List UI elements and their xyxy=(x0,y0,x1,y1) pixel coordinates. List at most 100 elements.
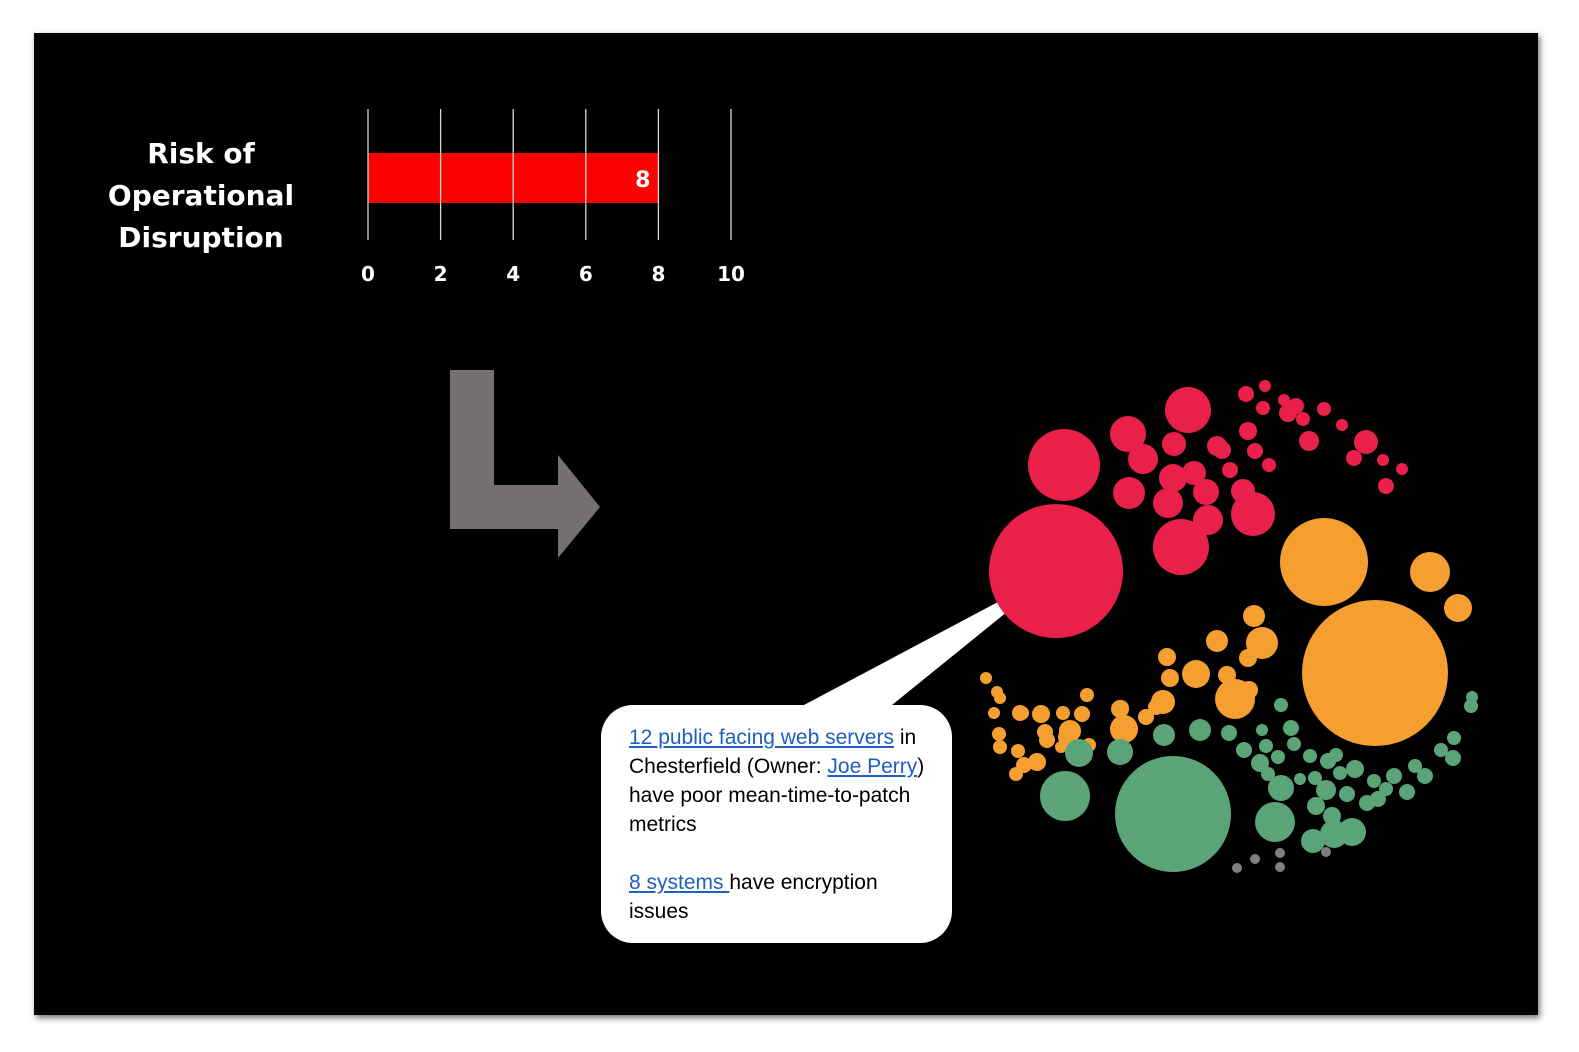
bubble-green xyxy=(1115,756,1231,872)
bubble-green xyxy=(1268,775,1294,801)
bubble-green xyxy=(1408,759,1422,773)
bubble-red xyxy=(1346,450,1362,466)
web-servers-link[interactable]: 12 public facing web servers xyxy=(629,726,894,749)
chart-title: Risk of Operational Disruption xyxy=(107,137,295,254)
bubble-green xyxy=(1283,720,1299,736)
bubble-red xyxy=(1162,432,1186,456)
bubble-red xyxy=(1299,431,1319,451)
bubble-green xyxy=(1379,782,1393,796)
bubble-green xyxy=(1274,698,1288,712)
bubble-green xyxy=(1107,739,1133,765)
bubble-gray xyxy=(1250,854,1260,864)
bubble-orange xyxy=(1080,688,1094,702)
bubble-orange xyxy=(1148,699,1164,715)
bubble-orange xyxy=(993,740,1007,754)
bubble-orange xyxy=(991,686,1003,698)
callout-text-metrics: ) have poor mean-time-to-patch metrics xyxy=(629,755,925,836)
bubble-green xyxy=(1307,797,1325,815)
bubble-orange xyxy=(1011,744,1025,758)
bubble-red xyxy=(1336,419,1348,431)
owner-link[interactable]: Joe Perry xyxy=(827,755,918,778)
x-tick-label: 6 xyxy=(579,262,593,286)
bubble-orange xyxy=(1246,627,1278,659)
bubble-green xyxy=(1255,802,1295,842)
bubble-orange xyxy=(1015,706,1029,720)
bubble-red xyxy=(1182,461,1206,485)
bubble-red xyxy=(1296,412,1310,426)
bubble-green xyxy=(1370,791,1386,807)
bubble-red xyxy=(1213,441,1231,459)
bubble-green xyxy=(1251,754,1269,772)
bubble-green xyxy=(1399,784,1415,800)
bubble-green xyxy=(1153,724,1175,746)
bubble-red xyxy=(1378,478,1394,494)
bar-data-label: 8 xyxy=(635,168,650,193)
bubble-orange xyxy=(1158,648,1176,666)
bubble-green xyxy=(1294,773,1306,785)
bubble-red xyxy=(1153,488,1183,518)
bubble-green xyxy=(1303,749,1317,763)
bubble-green xyxy=(1464,699,1478,713)
systems-link[interactable]: 8 systems xyxy=(629,871,730,894)
bubble-gray xyxy=(1275,848,1285,858)
bubble-orange xyxy=(1410,552,1450,592)
bubble-orange xyxy=(1110,715,1138,743)
bubble-orange xyxy=(1074,706,1090,722)
bubble-red xyxy=(1262,458,1276,472)
bubble-green xyxy=(1271,750,1285,764)
bubble-red xyxy=(1193,479,1219,505)
bubble-orange xyxy=(992,727,1006,741)
bubble-green xyxy=(1065,739,1093,767)
bubble-orange xyxy=(1206,630,1228,652)
callout-paragraph-servers: 12 public facing web servers in Chesterf… xyxy=(629,723,942,839)
bent-arrow-right-icon xyxy=(450,370,600,558)
x-tick-label: 4 xyxy=(506,262,520,286)
x-tick-label: 0 xyxy=(361,262,375,286)
bubble-red xyxy=(1153,519,1209,575)
bubble-green xyxy=(1447,731,1461,745)
bubble-red xyxy=(1238,386,1254,402)
bubble-green xyxy=(1189,719,1211,741)
bubble-green xyxy=(1434,743,1448,757)
bubble-red xyxy=(1165,387,1211,433)
bubble-green xyxy=(1308,771,1322,785)
bubble-green xyxy=(1386,768,1402,784)
bubble-green xyxy=(1261,767,1275,781)
bubble-red xyxy=(1279,404,1297,422)
bubble-red xyxy=(1396,463,1408,475)
bubble-orange xyxy=(1138,709,1154,725)
bubble-red xyxy=(1354,430,1378,454)
bubble-green xyxy=(1338,818,1366,846)
bubble-green xyxy=(1466,691,1478,703)
bubble-green xyxy=(1316,780,1336,800)
bubble-orange xyxy=(1243,605,1265,627)
bubble-orange xyxy=(1280,518,1368,606)
bubble-green xyxy=(1339,786,1355,802)
bubble-green xyxy=(1236,742,1252,758)
bubble-red xyxy=(1317,402,1331,416)
bubble-orange xyxy=(1056,706,1070,720)
callout-box: 12 public facing web servers in Chesterf… xyxy=(601,705,952,943)
bubble-red xyxy=(1028,429,1100,501)
bubble-orange xyxy=(1444,594,1472,622)
bubble-green xyxy=(1346,760,1364,778)
slide: Risk of Operational Disruption 0 2 4 6 8 10 8 … xyxy=(34,33,1538,1015)
bubble-orange xyxy=(1215,679,1255,719)
bubble-orange xyxy=(1032,705,1050,723)
bubble-red xyxy=(1113,477,1145,509)
bubble-red xyxy=(989,504,1123,638)
bubble-orange xyxy=(1302,600,1448,746)
bubble-orange xyxy=(1239,649,1257,667)
bubble-green xyxy=(1417,768,1433,784)
bubble-red xyxy=(1222,462,1238,478)
bubble-red xyxy=(1259,380,1271,392)
x-tick-label: 10 xyxy=(717,262,745,286)
bubble-orange xyxy=(1161,669,1179,687)
callout-text-location: in Chesterfield (Owner: xyxy=(629,726,917,778)
bubble-orange xyxy=(988,707,1000,719)
bubble-red xyxy=(1278,394,1290,406)
callout-text-encryption: have encryption issues xyxy=(629,871,878,923)
x-tick-label: 2 xyxy=(434,262,448,286)
bubble-gray xyxy=(1275,862,1285,872)
